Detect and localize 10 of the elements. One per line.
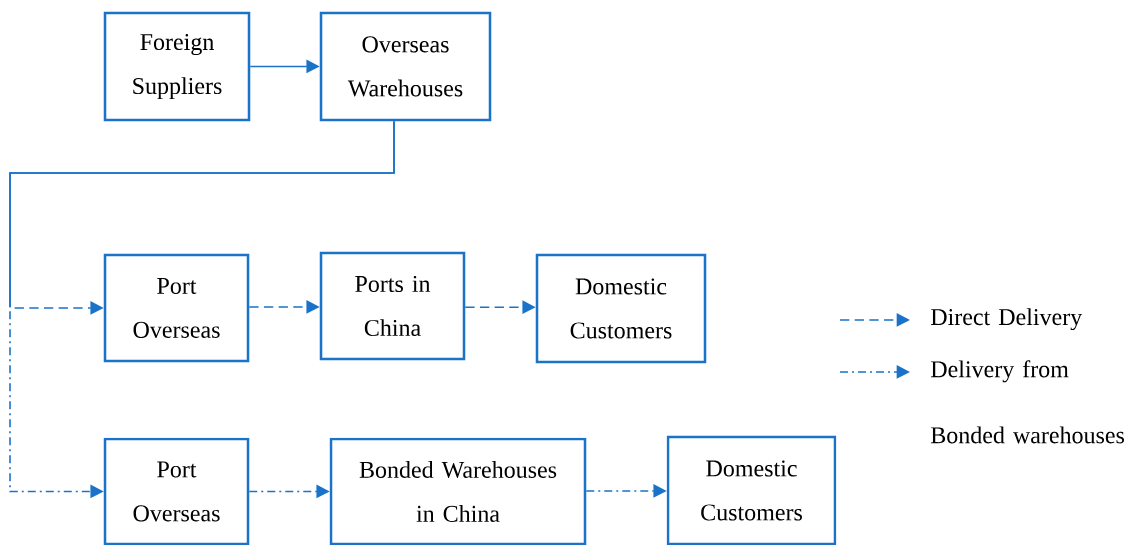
process-box: Domestic Customers xyxy=(535,253,707,364)
legend-label: Direct Delivery xyxy=(930,308,1083,331)
process-box: Bonded Warehouses in China xyxy=(329,437,587,545)
process-box: Port Overseas xyxy=(103,437,250,545)
process-box: Ports in China xyxy=(319,251,466,361)
process-box: Foreign Suppliers xyxy=(103,11,251,122)
process-box: Domestic Customers xyxy=(666,435,837,545)
process-box: Port Overseas xyxy=(103,253,250,363)
legend-label: Delivery from Bonded warehouses xyxy=(930,360,1124,444)
process-box: Overseas Warehouses xyxy=(319,11,492,122)
